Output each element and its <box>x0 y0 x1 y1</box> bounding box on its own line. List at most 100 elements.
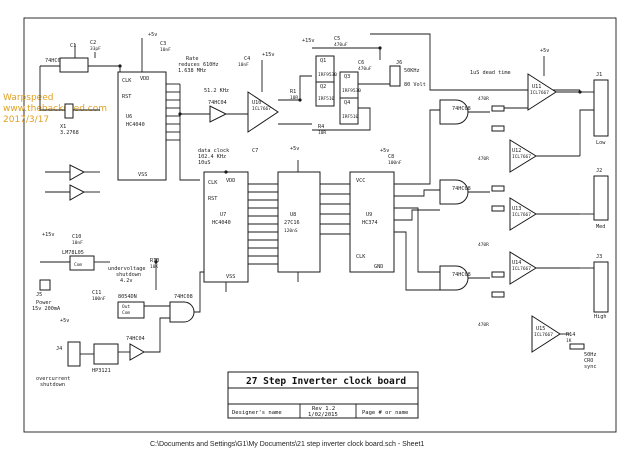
med-label: Med <box>596 224 605 230</box>
plus15-bridge: +15v <box>302 38 315 44</box>
connector-j6 <box>389 65 401 87</box>
u6-rst: RST <box>122 94 131 100</box>
r4-value: 10R <box>318 130 326 136</box>
u10-body <box>247 91 279 133</box>
j6-label: J6 <box>396 60 402 66</box>
c8-label: C8 <box>388 154 394 160</box>
and-gate-u4 <box>439 179 469 205</box>
reg-com: Com <box>74 262 82 268</box>
crystal-inverter <box>59 57 89 73</box>
u3-label: 74HC08 <box>452 106 471 112</box>
u9-clk: CLK <box>356 254 366 260</box>
volts-label: 80 Volt <box>404 82 426 88</box>
u15-ref: U15 <box>536 326 545 332</box>
u7-clk: CLK <box>208 180 218 186</box>
u1-label: 74HC04 <box>45 58 64 64</box>
c11-value: 100nF <box>92 296 106 302</box>
u13-body <box>509 197 537 231</box>
sync-output: R14 1K 50Hz CRO sync <box>566 332 597 370</box>
r14-label: R14 <box>566 332 575 338</box>
j1-label: J1 <box>596 72 602 78</box>
supervisor-ic <box>117 301 145 319</box>
c11-label: C11 <box>92 290 101 296</box>
q2-part: IRF510 <box>318 96 335 102</box>
and-gate-u3 <box>439 99 469 125</box>
x1-value: 3.2768 <box>60 130 79 136</box>
u7-body <box>203 171 249 283</box>
junction-dots <box>118 46 582 264</box>
u14-body <box>509 251 537 285</box>
khz50-label: 50KHz <box>404 68 420 74</box>
u7-part: HC4040 <box>212 220 231 226</box>
ic-u6: CLK RST VDD VSS U6 HC4040 +5v C3 10nF <box>117 32 200 181</box>
plus5-u6: +5v <box>148 32 157 38</box>
rate-label3: 1.638 MHz <box>178 68 206 74</box>
inverters-u1 <box>45 164 100 201</box>
c10-value: 10nF <box>72 240 83 246</box>
supervisor-out: Out <box>122 304 130 310</box>
sync-label3: sync <box>584 364 597 370</box>
opto-part: HP3121 <box>92 368 111 374</box>
r1-ref: R1 <box>290 89 296 95</box>
q1-part: IRF9530 <box>318 72 337 78</box>
ic-u10: U10 ICL7667 C4 10nF +15v <box>238 52 312 133</box>
overcurrent-label: overcurrent <box>36 376 70 382</box>
u10-ref: U10 <box>252 100 261 106</box>
supervisor-part: 8054DN <box>118 294 137 300</box>
c3-value: 10nF <box>160 47 171 53</box>
sync-label: 50Hz <box>584 352 597 358</box>
shutdown-logic: 74HC08 +5v J4 overcurrent shutdown HP312… <box>36 271 204 388</box>
c2-value: 33pF <box>90 46 101 52</box>
j5-label: J5 <box>36 292 42 298</box>
c5-value: 470uF <box>334 42 348 48</box>
revision-date: 1/02/2015 <box>308 412 338 418</box>
c6-value: 470uF <box>358 66 372 72</box>
overcurrent-label2: shutdown <box>40 382 65 388</box>
c2-label: C2 <box>90 40 96 46</box>
u15-body <box>531 315 561 353</box>
connector-j5 <box>39 279 51 291</box>
title-block-title: 27 Step Inverter clock board <box>246 376 406 387</box>
q3-part: IRF9530 <box>342 88 361 94</box>
u7-ref: U7 <box>220 212 226 218</box>
ic-u9: +5v C8 100nF VCC CLK GND U9 HC374 <box>349 109 440 291</box>
u6-part: HC4040 <box>126 122 145 128</box>
u12-part: ICL7667 <box>512 154 531 160</box>
u14-part: ICL7667 <box>512 266 531 272</box>
c6-label: C6 <box>358 60 364 66</box>
u10-part: ICL7667 <box>252 106 271 112</box>
watermark-line1: Warpspeed <box>3 93 53 103</box>
r470-4: 470R <box>478 322 489 328</box>
inverter-gate-a <box>69 164 86 181</box>
title-block: 27 Step Inverter clock board Designer's … <box>227 371 419 419</box>
freq-51-label: 51.2 KHz <box>204 88 229 94</box>
c10-label: C10 <box>72 234 81 240</box>
plus5-u11: +5v <box>540 48 549 54</box>
revision: Rev 1.2 <box>312 406 335 412</box>
optocoupler <box>93 343 119 365</box>
output-drivers: U11 ICL7667 U12 ICL7667 U13 ICL7667 U14 … <box>504 48 580 353</box>
plus15-psu: +15v <box>42 232 55 238</box>
inverter-gate-b <box>69 184 86 201</box>
u5-label: 74HC08 <box>452 272 471 278</box>
plus5-u9: +5v <box>380 148 389 154</box>
page-name: Page # or name <box>362 410 408 416</box>
q4-part: IRF510 <box>342 114 359 120</box>
title-block-frame <box>227 371 419 419</box>
undervolt-label2: shutdown <box>116 272 141 278</box>
mosfet-q4 <box>339 97 359 125</box>
u11-ref: U11 <box>532 84 541 90</box>
u6-vss: VSS <box>138 172 147 178</box>
r1-value: 10R <box>290 95 298 101</box>
u9-gnd: GND <box>374 264 383 270</box>
sheet-border <box>23 17 617 433</box>
r10-value: 10K <box>150 264 158 270</box>
x1-label: X1 <box>60 124 66 130</box>
sync-label2: CRO <box>584 358 593 364</box>
q1-ref: Q1 <box>320 58 326 64</box>
u12-body <box>509 139 537 173</box>
ic-u7: data clock 102.4 KHz 10uS CLK RST VDD VS… <box>198 148 278 292</box>
u9-ref: U9 <box>366 212 372 218</box>
u2-label: 74HC04 <box>208 100 227 106</box>
